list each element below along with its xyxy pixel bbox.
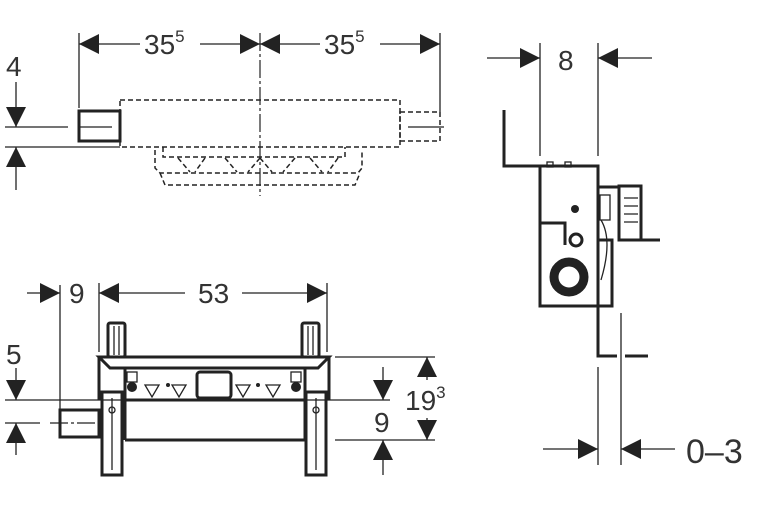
- dim-label-0-3: 0–3: [686, 433, 743, 471]
- dim-label-right: 355: [324, 27, 365, 60]
- dim-label-8: 8: [558, 45, 574, 76]
- pipe-connection: [549, 257, 589, 297]
- rail-right: [304, 390, 328, 477]
- top-view: 355 355 4: [5, 27, 444, 196]
- housing-outline: [119, 99, 401, 148]
- dim-label-4: 4: [6, 51, 22, 82]
- housing-side: [538, 164, 600, 308]
- rail-left: [100, 390, 124, 477]
- mounting-stud: [106, 321, 127, 359]
- side-view: 8 0–3: [487, 43, 743, 471]
- dim-label-19-3: 193: [405, 383, 446, 416]
- dim-label-9-top: 9: [69, 278, 85, 309]
- mounting-stud: [300, 321, 321, 359]
- dim-label-5: 5: [6, 339, 22, 370]
- pipe-stub: [77, 109, 122, 143]
- inspection-opening: [195, 370, 233, 400]
- front-view: 9 53 5: [5, 278, 446, 477]
- dim-label-53: 53: [198, 278, 229, 309]
- dim-label-9-lower: 9: [374, 407, 390, 438]
- bracket: [502, 110, 598, 168]
- dim-label-left: 355: [144, 27, 185, 60]
